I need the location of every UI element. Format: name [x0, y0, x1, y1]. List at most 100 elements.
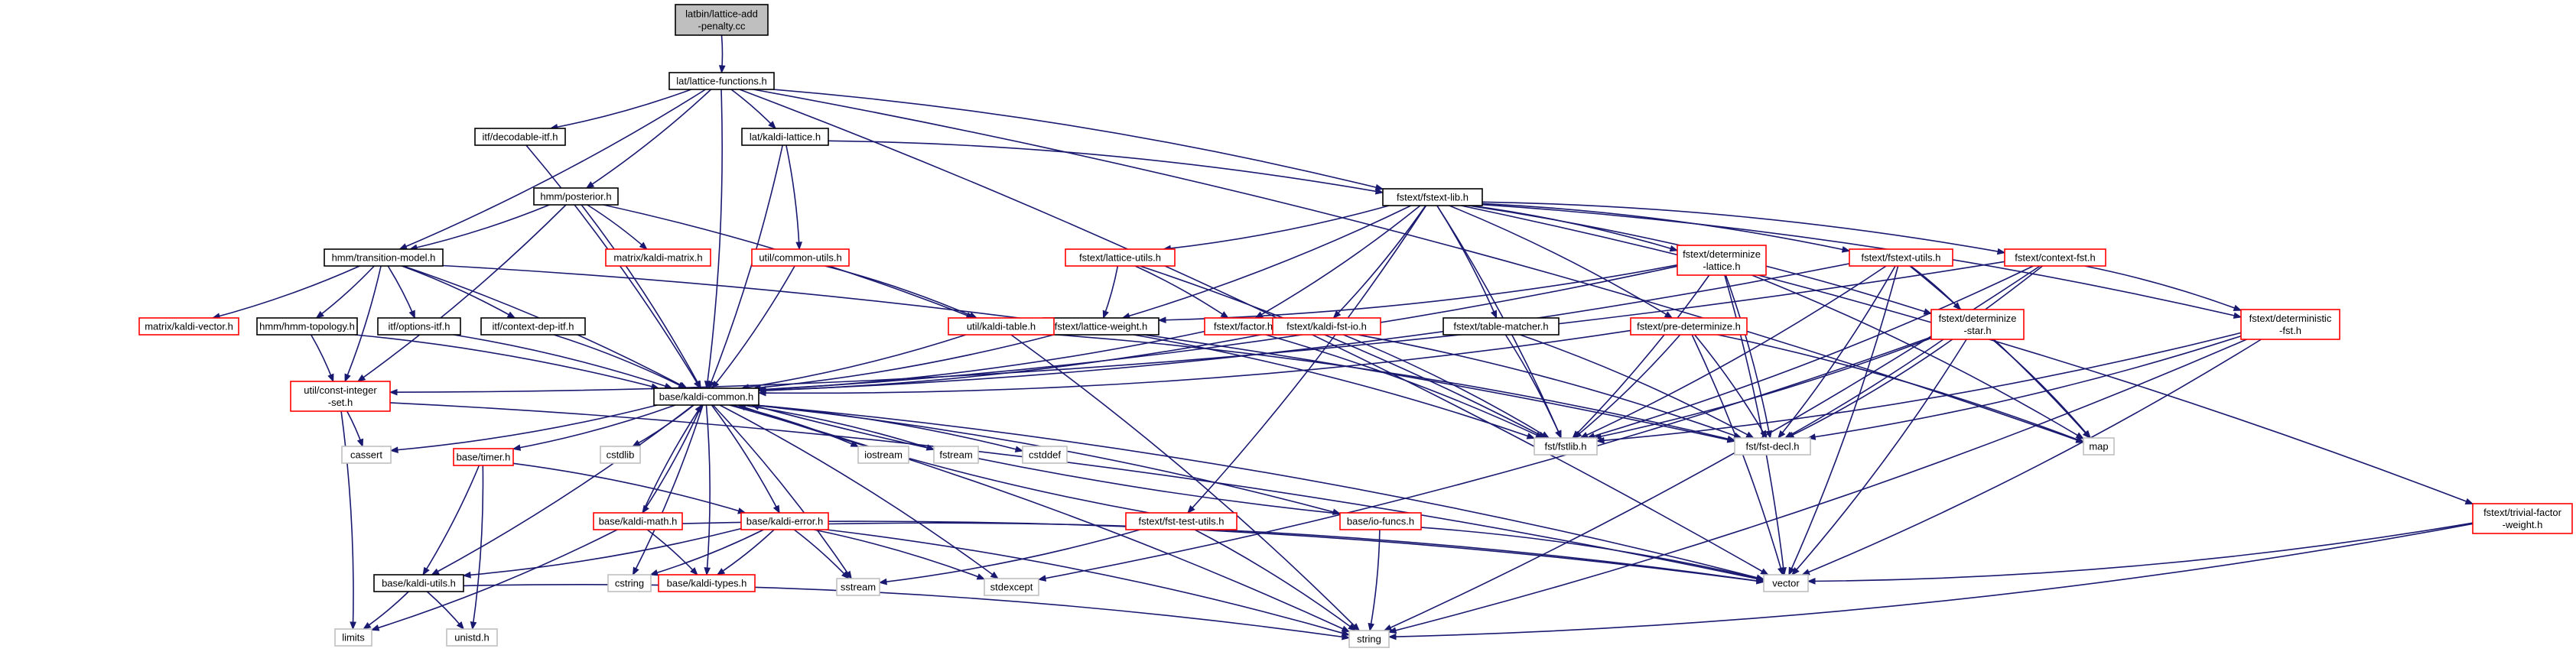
node-kmatrix[interactable]: matrix/kaldi-matrix.h	[605, 248, 711, 267]
arrowhead-lf-to-transmodel	[398, 243, 408, 250]
node-box-commonutils	[751, 248, 850, 267]
arrowhead-deterministic-to-vector	[1801, 569, 1810, 576]
node-iofuncs[interactable]: base/io-funcs.h	[1339, 512, 1422, 530]
node-fstextutils[interactable]: fstext/fstext-utils.h	[1849, 248, 1953, 267]
edge-fstextutils-to-fstdecl	[1778, 265, 1896, 439]
edge-latutils-to-latweight	[1102, 265, 1119, 319]
node-timer[interactable]: base/timer.h	[453, 448, 514, 466]
edge-contextfst-to-fstlib	[1587, 265, 2034, 439]
edge-kcommon-to-cstddef	[755, 404, 1023, 452]
node-label-kmath-line-1: base/kaldi-math.h	[599, 516, 678, 527]
node-box-kaldilattice	[741, 128, 829, 146]
node-box-sstream	[836, 578, 880, 596]
arrowhead-kcommon-to-stdexcept	[990, 571, 999, 579]
node-label-detlattice-line-2: -lattice.h	[1703, 261, 1740, 272]
arrowhead-iofuncs-to-vector	[1755, 575, 1765, 582]
edge-predet-to-kcommon	[758, 329, 1631, 394]
node-label-limits-line-1: limits	[342, 632, 365, 644]
node-label-ctxdepitf-line-1: itf/context-dep-itf.h	[493, 321, 574, 332]
node-latutils[interactable]: fstext/lattice-utils.h	[1065, 248, 1176, 267]
arrowhead-contextfst-to-string	[1383, 624, 1393, 631]
node-detlattice[interactable]: fstext/determinize-lattice.h	[1677, 245, 1767, 276]
node-label-cstring-line-1: cstring	[615, 578, 644, 589]
node-kmath[interactable]: base/kaldi-math.h	[593, 512, 683, 530]
node-detstar[interactable]: fstext/determinize-star.h	[1930, 309, 2025, 340]
node-vector: vector	[1763, 574, 1809, 592]
arrowhead-predet-to-kcommon	[757, 389, 766, 397]
arrowhead-constint-to-limits	[350, 621, 356, 631]
edge-kutils-to-unistd	[426, 591, 464, 630]
node-box-detstar	[1930, 309, 2025, 340]
arrowhead-predet-to-map	[2075, 436, 2085, 443]
node-trivial[interactable]: fstext/trivial-factor-weight.h	[2472, 503, 2573, 534]
edge-fstio-to-fstdecl	[1358, 334, 1742, 439]
node-label-detstar-line-2: -star.h	[1963, 325, 1991, 336]
edge-kcommon-to-cassert	[390, 404, 658, 452]
node-kutils[interactable]: base/kaldi-utils.h	[373, 574, 464, 592]
node-ctxdepitf[interactable]: itf/context-dep-itf.h	[480, 317, 586, 336]
node-predet[interactable]: fstext/pre-determinize.h	[1630, 317, 1748, 336]
node-decitf[interactable]: itf/decodable-itf.h	[474, 128, 566, 146]
node-label-iofuncs-line-1: base/io-funcs.h	[1347, 516, 1414, 527]
node-label-decitf-line-1: itf/decodable-itf.h	[482, 131, 558, 143]
edge-kmath-to-kcommon	[642, 404, 703, 514]
edge-topology-to-kcommon	[354, 334, 659, 389]
node-fsttest[interactable]: fstext/fst-test-utils.h	[1125, 512, 1238, 530]
node-deterministic[interactable]: fstext/deterministic-fst.h	[2240, 309, 2340, 340]
node-contextfst[interactable]: fstext/context-fst.h	[2004, 248, 2106, 267]
node-kalditable[interactable]: util/kaldi-table.h	[948, 317, 1055, 336]
node-commonutils[interactable]: util/common-utils.h	[751, 248, 850, 267]
arrowhead-fstextlib-to-fstextutils	[1841, 246, 1851, 253]
edge-transmodel-to-topology	[316, 265, 375, 319]
node-label-kvector-line-1: matrix/kaldi-vector.h	[145, 321, 233, 332]
arrowhead-fstextutils-to-fstdecl	[1778, 430, 1786, 439]
node-posterior[interactable]: hmm/posterior.h	[533, 187, 619, 206]
arrowhead-kalditable-to-fstdecl	[1726, 435, 1736, 443]
edge-constint-to-limits	[340, 410, 354, 630]
edge-optionsitf-to-kcommon	[453, 334, 672, 389]
node-kerror[interactable]: base/kaldi-error.h	[740, 512, 829, 530]
edge-iofuncs-to-kcommon	[751, 404, 1341, 514]
edge-kcommon-to-sstream	[712, 404, 852, 579]
node-tablematcher[interactable]: fstext/table-matcher.h	[1442, 317, 1560, 336]
node-lf[interactable]: lat/lattice-functions.h	[668, 72, 775, 90]
arrowhead-kutils-to-string	[1342, 633, 1351, 640]
node-topology[interactable]: hmm/hmm-topology.h	[256, 317, 358, 336]
node-constint[interactable]: util/const-integer-set.h	[290, 381, 391, 412]
node-transmodel[interactable]: hmm/transition-model.h	[324, 248, 444, 267]
arrowhead-transmodel-to-topology	[315, 310, 324, 319]
node-ktypes[interactable]: base/kaldi-types.h	[658, 574, 756, 592]
edge-kerror-to-sstream	[793, 529, 850, 579]
edge-fstextlib-to-fstextutils	[1482, 203, 1850, 252]
arrowhead-constint-to-cassert	[356, 438, 364, 448]
node-fstextlib[interactable]: fstext/fstext-lib.h	[1382, 188, 1483, 206]
node-box-ktypes	[658, 574, 756, 592]
arrowhead-fstextlib-to-detlattice	[1669, 245, 1679, 252]
arrowhead-timer-to-kutils	[422, 566, 430, 576]
node-cassert: cassert	[341, 446, 392, 464]
arrowhead-fsttest-to-string	[1348, 623, 1357, 631]
arrowhead-predet-to-vector	[1778, 566, 1784, 576]
node-label-cstddef-line-1: cstddef	[1029, 449, 1061, 461]
node-factor[interactable]: fstext/factor.h	[1204, 317, 1283, 336]
edge-posterior-to-constint	[357, 204, 567, 382]
node-kaldilattice[interactable]: lat/kaldi-lattice.h	[741, 128, 829, 146]
edge-deterministic-to-fstlib	[1596, 332, 2242, 442]
arrowhead-kerror-to-stdexcept	[976, 573, 986, 580]
edge-fstextlib-to-contextfst	[1482, 201, 2005, 254]
node-kvector[interactable]: matrix/kaldi-vector.h	[138, 317, 239, 336]
node-box-iofuncs	[1339, 512, 1422, 530]
node-optionsitf[interactable]: itf/options-itf.h	[377, 317, 461, 336]
arrowhead-contextfst-to-deterministic	[2233, 304, 2243, 311]
node-latweight[interactable]: fstext/lattice-weight.h	[1042, 317, 1160, 336]
arrowhead-latweight-to-fstlib	[1526, 433, 1536, 439]
edge-kcommon-to-iostream	[731, 404, 859, 447]
node-fstio[interactable]: fstext/kaldi-fst-io.h	[1272, 317, 1381, 336]
arrowhead-kalditable-to-string	[1351, 623, 1361, 631]
edge-kcommon-to-vector	[755, 404, 1764, 580]
arrowhead-deterministic-to-fstlib	[1595, 436, 1605, 444]
node-label-iostream-line-1: iostream	[864, 449, 903, 461]
node-kcommon[interactable]: base/kaldi-common.h	[653, 387, 759, 406]
node-string: string	[1348, 630, 1390, 648]
node-label-kalditable-line-1: util/kaldi-table.h	[967, 321, 1036, 332]
